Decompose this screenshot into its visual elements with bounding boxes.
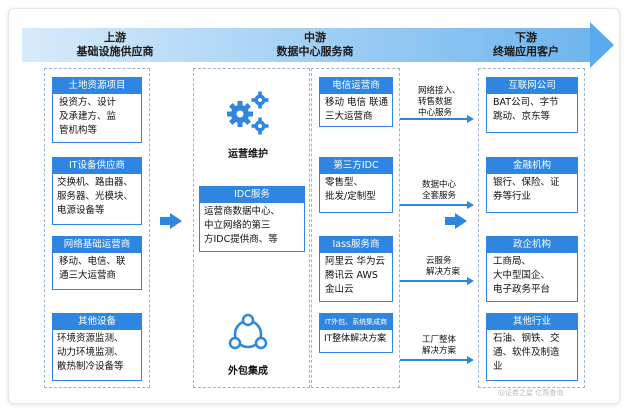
connector-text: 网络接入、 xyxy=(418,86,461,96)
connector-text: 数据中心 xyxy=(422,180,457,190)
card-line: 业 xyxy=(493,361,503,372)
card-line: 及承建方、监 xyxy=(59,111,117,122)
card-line: 通、软件及制造 xyxy=(493,347,560,358)
card-line: 方IDC提供商、等 xyxy=(204,234,278,245)
midstream-card-telecom: 电信运营商 移动 电信 联通 三大运营商 xyxy=(319,77,393,127)
downstream-card-other: 其他行业 石油、钢铁、交 通、软件及制造 业 xyxy=(486,313,578,381)
card-line: 零售型、 xyxy=(325,177,364,188)
card-line: 散热制冷设备等 xyxy=(57,361,124,372)
midstream-card-title: IT外包、系统集成商 xyxy=(320,314,392,330)
stage-midstream-line2: 数据中心服务商 xyxy=(276,45,354,58)
connector-label-cloud: 云服务 解决方案 xyxy=(426,256,460,278)
connector-label-network-access: 网络接入、 转售数据 中心服务 xyxy=(418,86,461,119)
card-line: 管机构等 xyxy=(59,125,98,136)
connector-text: 解决方案 xyxy=(426,267,461,277)
gears-icon xyxy=(227,91,269,135)
downstream-card-title: 政企机构 xyxy=(487,237,577,253)
stage-upstream: 上游 基础设施供应商 xyxy=(55,31,175,59)
card-line: 三大运营商 xyxy=(325,111,373,122)
value-chain-band xyxy=(22,28,592,62)
card-line: 交换机、路由器、 xyxy=(57,177,134,188)
downstream-card-government: 政企机构 工商局、 大中型国企、 电子政务平台 xyxy=(486,236,578,302)
card-line: 运营商数据中心、 xyxy=(204,206,281,217)
connector-label-factory: 工厂整体 解决方案 xyxy=(422,335,456,357)
upstream-card-title: IT设备供应商 xyxy=(53,158,141,174)
card-line: 电源设备等 xyxy=(57,205,105,216)
card-line: IT整体解决方案 xyxy=(324,334,387,344)
upstream-card-title: 土地资源项目 xyxy=(53,78,141,94)
card-line: 服务器、光模块、 xyxy=(57,191,134,202)
card-line: 中立网络的第三 xyxy=(204,220,271,231)
downstream-card-finance: 金融机构 银行、保险、证 券等行业 xyxy=(486,157,578,213)
connector-text: 中心服务 xyxy=(418,108,453,118)
card-line: 大中型国企、 xyxy=(493,270,551,281)
upstream-card-it-equipment: IT设备供应商 交换机、路由器、 服务器、光模块、 电源设备等 xyxy=(52,157,142,225)
connector-line xyxy=(400,201,474,208)
connector-label-full-service: 数据中心 全套服务 xyxy=(422,180,456,202)
midstream-card-iaas: Iass服务商 阿里云 华为云 腾讯云 AWS 金山云 xyxy=(319,236,393,302)
downstream-card-title: 互联网公司 xyxy=(487,78,577,94)
midstream-card-title: Iass服务商 xyxy=(320,237,392,253)
network-nodes-icon xyxy=(228,313,268,350)
stage-midstream-line1: 中游 xyxy=(304,31,326,44)
stage-upstream-line1: 上游 xyxy=(104,31,126,44)
card-line: 批发/定制型 xyxy=(325,191,376,202)
midstream-card-title: 电信运营商 xyxy=(320,78,392,94)
downstream-card-title: 金融机构 xyxy=(487,158,577,174)
downstream-card-internet: 互联网公司 BAT公司、字节 跳动、京东等 xyxy=(486,77,578,133)
connector-text: 全套服务 xyxy=(422,191,457,201)
stage-downstream: 下游 终端应用客户 xyxy=(466,31,586,59)
band-arrow-tip xyxy=(590,22,614,68)
card-line: 动力环境监测、 xyxy=(57,347,124,358)
card-line: 券等行业 xyxy=(493,191,532,202)
upstream-card-title: 其他设备 xyxy=(53,314,141,330)
connector-text: 云服务 xyxy=(426,256,452,266)
card-line: 阿里云 华为云 xyxy=(325,256,386,267)
card-line: 银行、保险、证 xyxy=(493,177,560,188)
upstream-card-network-operator: 网络基础运营商 移动、电信、联 通三大运营商 xyxy=(52,236,142,290)
upstream-card-other-equipment: 其他设备 环境资源监测、 动力环境监测、 散热制冷设备等 xyxy=(52,313,142,381)
stage-downstream-line2: 终端应用客户 xyxy=(493,45,559,58)
stage-downstream-line1: 下游 xyxy=(515,31,537,44)
stage-midstream: 中游 数据中心服务商 xyxy=(245,31,385,59)
card-line: 投资方、设计 xyxy=(59,97,117,108)
connector-text: 解决方案 xyxy=(422,346,457,356)
downstream-card-title: 其他行业 xyxy=(487,314,577,330)
arrow-upstream-to-midstream xyxy=(160,213,182,229)
card-line: 移动、电信、联 xyxy=(59,256,126,267)
midstream-card-title: 第三方IDC xyxy=(320,158,392,174)
watermark: @证券之星 亿燕查询 xyxy=(498,389,564,397)
stage-upstream-line2: 基础设施供应商 xyxy=(76,45,154,58)
midstream-card-third-party-idc: 第三方IDC 零售型、 批发/定制型 xyxy=(319,157,393,213)
card-line: 通三大运营商 xyxy=(59,270,117,281)
arrow-midstream-to-downstream xyxy=(445,213,467,229)
card-line: 电子政务平台 xyxy=(493,284,551,295)
card-line: BAT公司、字节 xyxy=(493,97,559,108)
card-line: 环境资源监测、 xyxy=(57,333,124,344)
midstream-card-it-outsourcing: IT外包、系统集成商 IT整体解决方案 xyxy=(319,313,393,353)
connector-text: 工厂整体 xyxy=(422,335,457,345)
connector-text: 转售数据 xyxy=(418,97,453,107)
idc-service-title: IDC服务 xyxy=(200,187,304,203)
upstream-card-title: 网络基础运营商 xyxy=(53,237,141,253)
card-line: 工商局、 xyxy=(493,256,532,267)
ops-maintenance-label: 运营维护 xyxy=(228,149,268,160)
card-line: 金山云 xyxy=(325,284,354,295)
card-line: 腾讯云 AWS xyxy=(325,270,378,281)
connector-line xyxy=(400,277,474,284)
card-line: 移动 电信 联通 xyxy=(325,97,389,108)
connector-line xyxy=(400,356,474,363)
card-line: 石油、钢铁、交 xyxy=(493,333,560,344)
card-line: 跳动、京东等 xyxy=(493,111,551,122)
outsourcing-integration-label: 外包集成 xyxy=(228,366,268,377)
idc-service-card: IDC服务 运营商数据中心、 中立网络的第三 方IDC提供商、等 xyxy=(199,186,305,252)
connector-line xyxy=(400,115,474,122)
upstream-card-land: 土地资源项目 投资方、设计 及承建方、监 管机构等 xyxy=(52,77,142,143)
